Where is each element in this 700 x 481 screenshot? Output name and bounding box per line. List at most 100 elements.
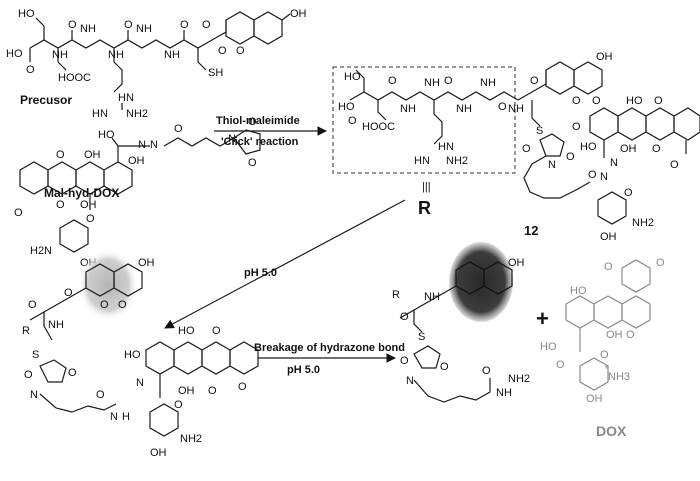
int-sugar-o: O (174, 399, 183, 411)
int-dox-methoxy: O (238, 381, 247, 393)
p12-nh2-guan: NH2 (446, 155, 468, 167)
hp-o-succ2: O (440, 361, 449, 373)
mhd-ho-side: HO (98, 129, 115, 141)
precursor-coumarin-o: O (236, 45, 245, 57)
int-dox-o1: O (212, 325, 221, 337)
int-dox-ho-side: HO (124, 349, 141, 361)
int-n2: N (136, 377, 144, 389)
intermediate-structure: OH O O R O NH O S O N O O N H N HO O OH … (22, 249, 259, 459)
precursor-sh: SH (208, 67, 223, 79)
precursor-nh3: NH (108, 49, 124, 61)
mhd-oh-top: OH (84, 149, 101, 161)
p12-nh1: NH (400, 103, 416, 115)
precursor-o4: O (202, 19, 211, 31)
int-r: R (22, 325, 30, 337)
hp-nh: NH (424, 291, 440, 303)
mhd-carbonyl-o: O (174, 123, 183, 135)
hp-r: R (392, 289, 400, 301)
int-succ-o1: O (24, 369, 33, 381)
arrow1-label-2: 'Click' reaction (221, 136, 299, 148)
p12-sugar-nh2: NH2 (632, 217, 654, 229)
p12-dox-oh1: HO (626, 95, 643, 107)
mhd-oh-side: OH (128, 155, 145, 167)
precursor-nh1: NH (52, 49, 68, 61)
int-o1: O (28, 299, 37, 311)
hp-nh2-hydrazide: NH2 (508, 373, 530, 385)
equiv-symbol: ||| (422, 181, 431, 193)
arrow1-label-1: Thiol-maleimide (216, 115, 300, 127)
hp-nh-hydrazide: NH (496, 387, 512, 399)
p12-nh4: NH (480, 77, 496, 89)
p12-ho-top: HO (344, 71, 361, 83)
int-coumarin-co: O (100, 299, 109, 311)
arrow3-label-1: Breakage of hydrazone bond (254, 342, 405, 354)
precursor-hn: HN (118, 92, 134, 104)
mhd-o-top: O (56, 149, 65, 161)
int-n: N (110, 411, 118, 423)
p12-dox-o2: O (652, 143, 661, 155)
precursor-nh2-guan: NH2 (126, 108, 148, 120)
precursor-label: Precusor (20, 93, 72, 107)
p12-sugar-o: O (624, 187, 633, 199)
p12-o2: O (444, 75, 453, 87)
int-sugar-oh: OH (150, 447, 167, 459)
mhd-o-bottom: O (56, 199, 65, 211)
int-dox-o2: O (208, 385, 217, 397)
p12-o-acid: O (348, 115, 357, 127)
dox-o-side: O (556, 359, 565, 371)
plus-sign: + (536, 306, 549, 331)
hydrazide-product-structure: OH R O NH S O N O O NH NH2 (392, 242, 530, 403)
r-group-box (332, 66, 516, 174)
p12-succ-o2: O (566, 151, 575, 163)
p12-dox-o-side: O (572, 121, 581, 133)
dox-oh2: OH (606, 329, 623, 341)
p12-nh5: NH (508, 103, 524, 115)
int-h: H (122, 411, 130, 423)
precursor-o-acid: O (26, 64, 35, 76)
precursor-o3: O (180, 19, 189, 31)
precursor-nh2: NH (80, 23, 96, 35)
precursor-nh4: NH (136, 23, 152, 35)
p12-s: S (536, 125, 543, 137)
mhd-maleimide-o2: O (248, 157, 257, 169)
dox-methoxy: O (656, 257, 665, 269)
p12-o1: O (388, 75, 397, 87)
precursor-structure: HO HO O O O O NH NH NH NH NH HOOC HN HN … (6, 8, 307, 120)
int-succ-n: N (30, 389, 38, 401)
p12-dox-n1: N (610, 157, 618, 169)
dox-label: DOX (596, 423, 627, 439)
p12-coumarin-o: O (592, 95, 601, 107)
int-o2: O (64, 287, 73, 299)
hydrazone-cleavage-arrow: Breakage of hydrazone bond pH 5.0 (254, 342, 405, 376)
mhd-maleimide-n: N (228, 133, 236, 145)
int-coumarin-o: O (118, 299, 127, 311)
coumarin-highlight-dark (449, 242, 513, 322)
dox-structure: HO O OH O O HO O O NH3 + OH DOX (540, 257, 665, 439)
ph-arrow-diagonal: pH 5.0 (164, 199, 406, 329)
p12-dox-o1: O (654, 95, 663, 107)
precursor-ho-acid: HO (6, 48, 23, 60)
p12-dox-n2: N (600, 171, 608, 183)
hp-s: S (418, 331, 425, 343)
mhd-methoxy: O (14, 207, 23, 219)
mal-hyd-dox-label: Mal-hyd-DOX (44, 186, 119, 200)
dox-o1: O (604, 261, 613, 273)
compound-12-label: 12 (524, 223, 538, 238)
precursor-coumarin-oh: OH (290, 8, 307, 20)
precursor-nh5: NH (164, 49, 180, 61)
p12-succ-n: N (548, 159, 556, 171)
precursor-hn-guan: HN (92, 108, 108, 120)
dox-ho1: HO (570, 285, 587, 297)
precursor-ho-top: HO (18, 8, 35, 20)
p12-hn-guan: HN (414, 155, 430, 167)
p12-coumarin-co: O (572, 95, 581, 107)
arrow2-label: pH 5.0 (244, 267, 277, 279)
p12-dox-oh2: OH (620, 143, 637, 155)
p12-ho-acid: HO (338, 101, 355, 113)
p12-succ-o1: O (522, 143, 531, 155)
int-dox-ho1: HO (178, 325, 195, 337)
r-label: R (418, 198, 431, 218)
arrow3-label-2: pH 5.0 (287, 364, 320, 376)
precursor-hooc: HOOC (58, 72, 91, 84)
